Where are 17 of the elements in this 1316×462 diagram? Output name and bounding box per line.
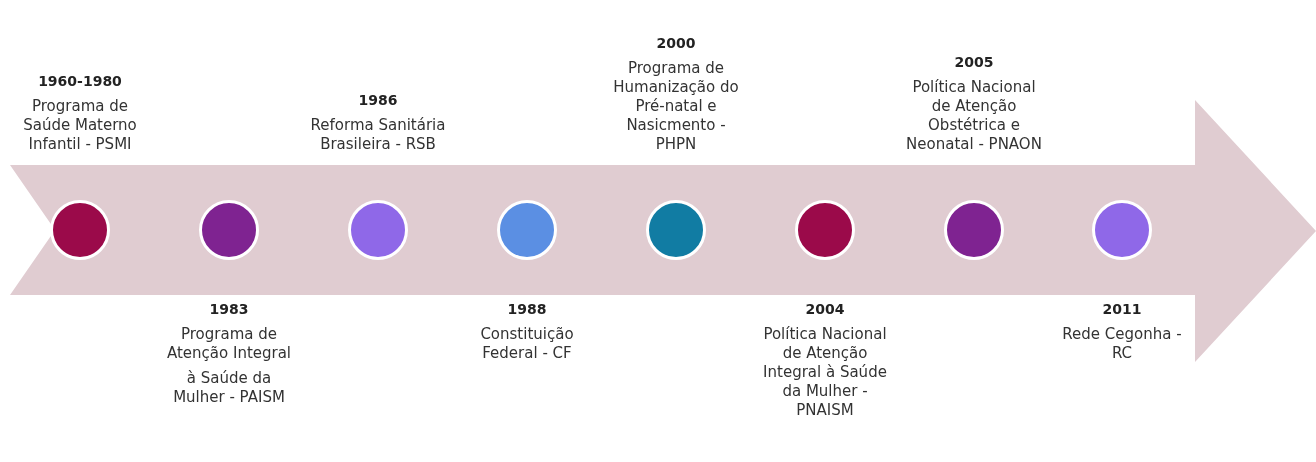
milestone-description: Programa de Saúde Materno Infantil - PSMI bbox=[22, 97, 138, 154]
milestone-description: Política Nacional de Atenção Integral à Saúde da Mulher - PNAISM bbox=[762, 325, 888, 420]
year-label: 2004 bbox=[804, 300, 846, 319]
year-label: 1988 bbox=[506, 300, 548, 319]
year-label: 1960-1980 bbox=[37, 72, 123, 91]
year-label: 2011 bbox=[1101, 300, 1143, 319]
milestone-description: Programa de Humanização do Pré-natal e Nasicmento - PHPN bbox=[612, 59, 740, 154]
milestone-description: Constituição Federal - CF bbox=[479, 325, 575, 363]
milestone-description: Programa de Atenção Integral bbox=[165, 325, 293, 363]
year-label: 1983 bbox=[208, 300, 250, 319]
year-label: 2000 bbox=[655, 34, 697, 53]
milestone-description: Política Nacional de Atenção Obstétrica e Neonatal - PNAON bbox=[905, 78, 1043, 154]
year-label: 1986 bbox=[357, 91, 399, 110]
milestone-description: Reforma Sanitária Brasileira - RSB bbox=[309, 116, 447, 154]
year-label: 2005 bbox=[953, 53, 995, 72]
milestone-description: à Saúde da Mulher - PAISM bbox=[172, 369, 286, 407]
milestone-description: Rede Cegonha - RC bbox=[1061, 325, 1183, 363]
